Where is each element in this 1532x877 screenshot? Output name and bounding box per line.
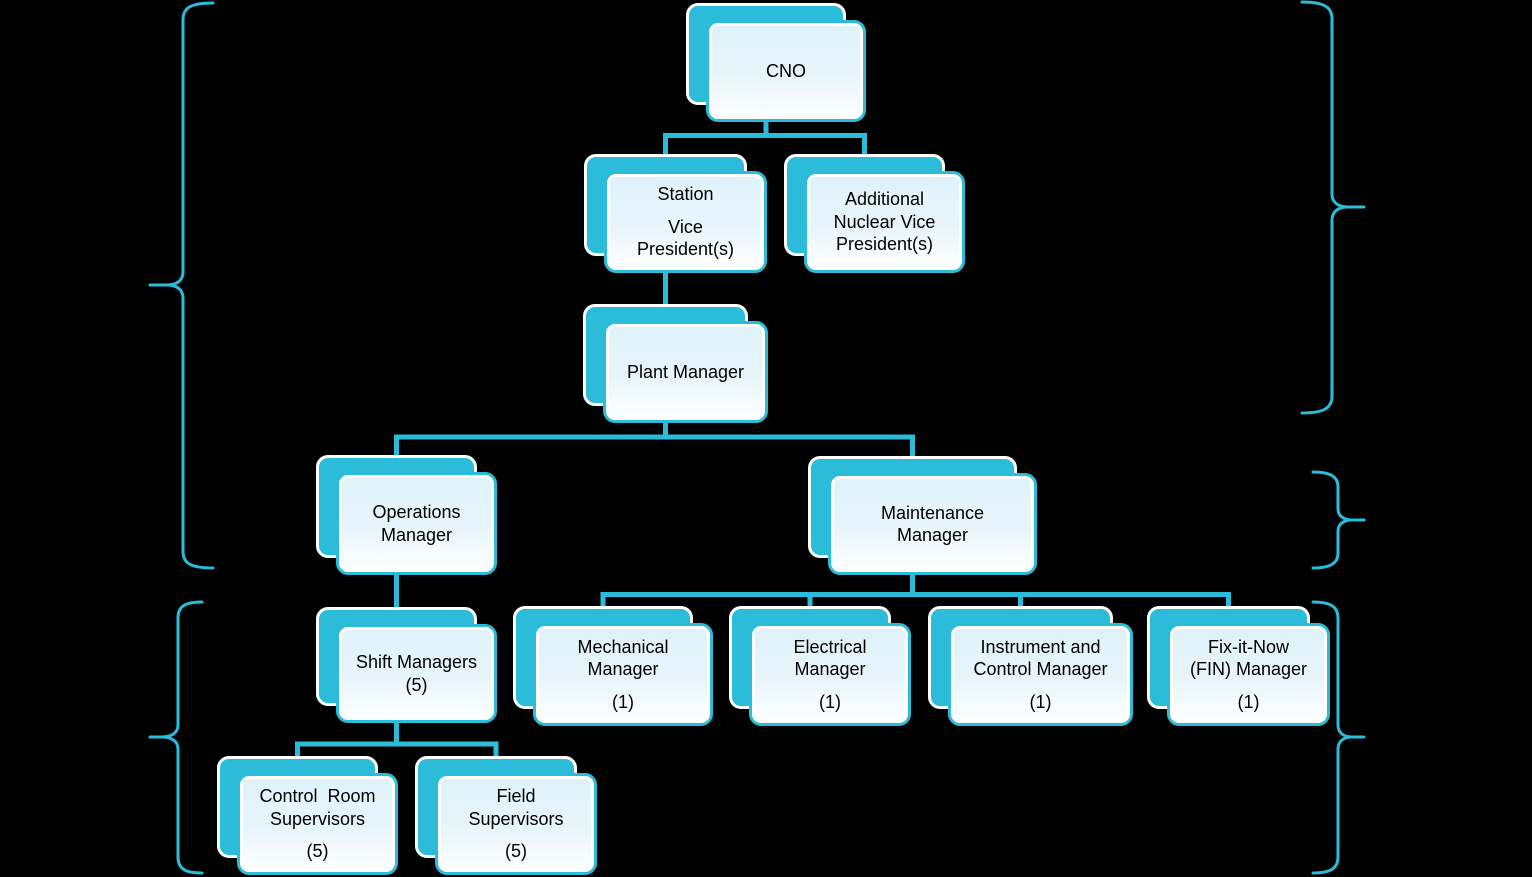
node-label: Operations Manager [372,502,461,545]
node-card: Plant Manager [603,321,768,423]
org-node-maintenance-manager: Maintenance Manager [808,456,1037,575]
org-node-additional-nuclear-vice-presidents: Additional Nuclear Vice President(s) [784,154,965,273]
node-label: Control Room Supervisors [259,786,376,829]
org-node-mechanical-manager: Mechanical Manager (1) [513,606,713,726]
org-node-field-supervisors: Field Supervisors (5) [415,756,597,875]
org-node-shift-managers: Shift Managers (5) [316,607,497,723]
right-upper-group-brace [1300,0,1366,415]
node-card: Station Vice President(s) [604,171,767,273]
node-label: Field Supervisors [468,786,564,829]
node-label: Mechanical Manager [577,636,669,680]
node-label: Instrument and Control Manager [973,636,1108,680]
node-card: Control Room Supervisors (5) [237,773,398,875]
node-label: Shift Managers (5) [355,652,478,695]
node-count: (5) [505,841,527,862]
node-count: (1) [612,691,634,712]
node-label: CNO [766,60,806,81]
node-card: Field Supervisors (5) [435,773,597,875]
org-node-operations-manager: Operations Manager [316,455,497,575]
node-card: CNO [706,20,866,122]
node-card: Electrical Manager (1) [749,623,911,726]
node-count: (5) [306,841,329,862]
node-card: Additional Nuclear Vice President(s) [804,171,965,273]
node-card: Maintenance Manager [828,473,1037,575]
node-label: Additional Nuclear Vice President(s) [833,189,936,255]
right-middle-group-brace [1311,470,1366,570]
node-count: (1) [1029,691,1052,712]
left-lower-group-brace [148,600,204,875]
node-count: (1) [1237,691,1260,712]
right-lower-group-brace [1311,600,1366,875]
org-node-station-vice-presidents: Station Vice President(s) [584,154,767,273]
org-node-electrical-manager: Electrical Manager (1) [729,606,911,726]
org-node-control-room-supervisors: Control Room Supervisors (5) [217,756,398,875]
node-label-2: Vice President(s) [636,216,735,260]
node-label: Station [657,184,714,205]
node-card: Fix-it-Now (FIN) Manager (1) [1167,623,1330,726]
left-upper-group-brace [148,1,215,570]
node-label: Maintenance Manager [880,502,985,546]
org-node-cno: CNO [686,3,866,122]
node-card: Instrument and Control Manager (1) [948,623,1133,726]
node-label: Plant Manager [626,361,745,382]
org-node-fix-it-now-fin-manager: Fix-it-Now (FIN) Manager (1) [1147,606,1330,726]
node-card: Mechanical Manager (1) [533,623,713,726]
node-card: Operations Manager [336,472,497,575]
node-count: (1) [819,691,841,712]
node-label: Electrical Manager [793,636,867,680]
node-label: Fix-it-Now (FIN) Manager [1189,636,1308,680]
org-node-plant-manager: Plant Manager [583,304,768,423]
org-node-instrument-and-control-manager: Instrument and Control Manager (1) [928,606,1133,726]
node-card: Shift Managers (5) [336,624,497,723]
